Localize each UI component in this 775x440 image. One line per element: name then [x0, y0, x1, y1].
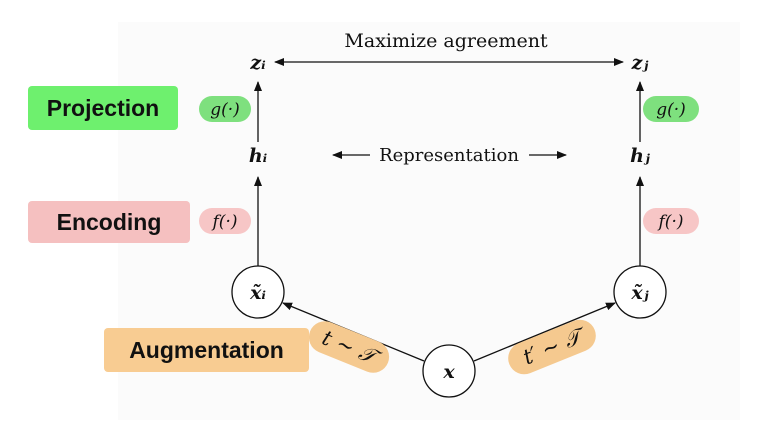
- f-function-left: f(·): [211, 212, 238, 232]
- x-i-circle: [231, 265, 285, 319]
- x-node: x: [442, 361, 455, 383]
- projection-label: Projection: [28, 86, 178, 130]
- f-function-right: f(·): [657, 212, 684, 232]
- maximize-agreement-label: Maximize agreement: [344, 30, 548, 52]
- g-function-right-pill: [643, 96, 699, 122]
- representation-label: Representation: [379, 145, 519, 166]
- arrow-x-to-x-j: [473, 302, 616, 362]
- g-function-left: g(·): [210, 100, 240, 120]
- h-j-node: hⱼ: [630, 145, 651, 167]
- x-j-node: x̃ⱼ: [630, 282, 649, 304]
- z-i-node: zᵢ: [249, 52, 266, 74]
- f-function-right-pill: [643, 208, 699, 234]
- x-j-circle: [613, 265, 667, 319]
- x-i-node: x̃ᵢ: [249, 282, 266, 304]
- encoding-label: Encoding: [28, 201, 190, 243]
- g-function-left-pill: [199, 96, 251, 122]
- z-j-node: zⱼ: [631, 52, 650, 74]
- x-circle: [422, 344, 476, 398]
- g-function-right: g(·): [656, 100, 686, 120]
- f-function-left-pill: [199, 208, 251, 234]
- augmentation-label: Augmentation: [104, 328, 309, 372]
- h-i-node: hᵢ: [249, 145, 268, 167]
